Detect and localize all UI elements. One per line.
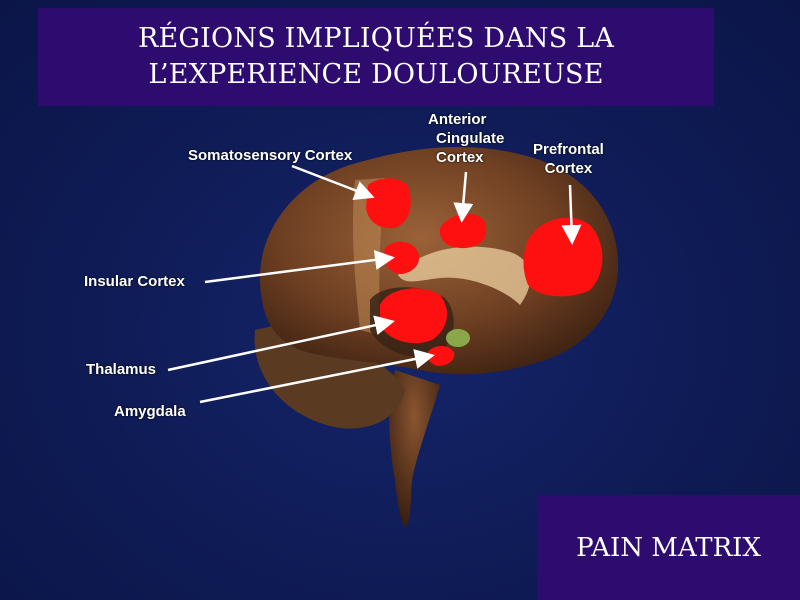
- arrow-prefrontal: [561, 184, 582, 245]
- corpus-callosum: [398, 246, 531, 305]
- label-somatosensory-cortex: Somatosensory Cortex: [188, 147, 353, 164]
- title-line-2: L’EXPERIENCE DOULOUREUSE: [148, 59, 604, 90]
- cerebellum: [254, 320, 405, 429]
- prefrontal-region: [523, 217, 603, 297]
- label-prefrontal-cortex: Prefrontal Cortex: [533, 140, 604, 178]
- pain-matrix-badge: PAIN MATRIX: [537, 495, 800, 600]
- arrow-somatosensory: [291, 164, 375, 200]
- arrow-thalamus: [167, 315, 395, 372]
- pain-matrix-label: PAIN MATRIX: [576, 532, 761, 563]
- label-anterior-cingulate-line-2: Cingulate: [436, 130, 505, 147]
- brain-stem: [389, 370, 440, 528]
- title-banner: RÉGIONS IMPLIQUÉES DANS LA L’EXPERIENCE …: [38, 8, 714, 106]
- label-amygdala: Amygdala: [114, 403, 186, 420]
- label-prefrontal-line-2: Cortex: [544, 160, 593, 177]
- label-anterior-cingulate-line-1: Anterior: [428, 111, 487, 128]
- label-anterior-cingulate-line-3: Cortex: [436, 149, 484, 166]
- thalamus-region: [380, 288, 447, 344]
- hypothalamus-region: [446, 329, 470, 347]
- arrow-amygdala: [199, 349, 435, 404]
- somatosensory-region: [366, 178, 411, 229]
- arrow-anterior-cingulate: [453, 171, 474, 223]
- label-anterior-cingulate-cortex: Anterior Cingulate Cortex: [428, 110, 504, 167]
- title-line-1: RÉGIONS IMPLIQUÉES DANS LA: [137, 23, 615, 54]
- label-thalamus: Thalamus: [86, 361, 157, 378]
- anterior-cingulate-region: [439, 213, 487, 249]
- arrow-insular: [204, 250, 395, 284]
- label-insular-cortex: Insular Cortex: [84, 273, 185, 290]
- label-prefrontal-line-1: Prefrontal: [533, 141, 604, 158]
